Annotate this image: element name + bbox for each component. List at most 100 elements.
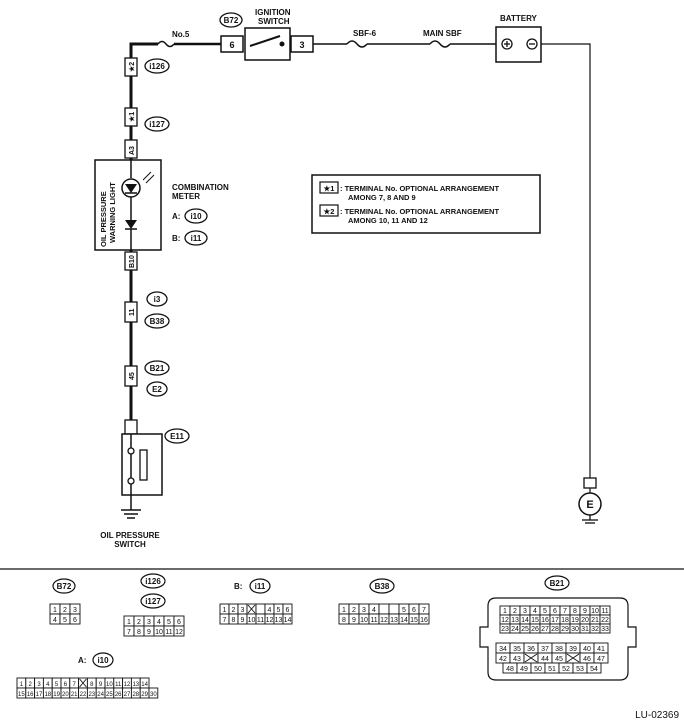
pin-number: 38 xyxy=(555,646,563,653)
pin-number: 6 xyxy=(286,607,290,614)
combination-meter xyxy=(94,159,162,251)
pin-number: 2 xyxy=(352,607,356,614)
pin-number: 10 xyxy=(106,682,113,688)
pin-number: 9 xyxy=(583,608,587,615)
pin-number: 20 xyxy=(581,617,589,624)
conn-face-b21-title: B21 xyxy=(550,579,565,588)
pin-a3: A3 xyxy=(129,146,136,155)
meter-a-tag xyxy=(184,208,208,224)
pin-number: 3 xyxy=(147,619,151,626)
pin-number: 4 xyxy=(268,607,272,614)
pin-number: 54 xyxy=(590,666,598,673)
conn-face-i11-prefix: B: xyxy=(234,582,242,591)
combination-label-line2: METER xyxy=(172,192,200,201)
pin-number: 12 xyxy=(175,629,183,636)
figure-code: LU-02369 xyxy=(635,710,679,721)
sbf6-label: SBF-6 xyxy=(353,29,377,38)
diode-icon xyxy=(125,220,137,229)
legend-key-1: ★1 xyxy=(324,184,335,193)
legend-text-2b: AMONG 10, 11 AND 12 xyxy=(348,216,428,225)
pin-number: 37 xyxy=(541,646,549,653)
pin-number: 8 xyxy=(573,608,577,615)
pin-number: 10 xyxy=(591,608,599,615)
pin-number: 5 xyxy=(55,682,59,688)
pin-number: 28 xyxy=(132,692,139,698)
pin-number: 3 xyxy=(523,608,527,615)
pin-number: 3 xyxy=(241,607,245,614)
legend-text-1b: AMONG 7, 8 AND 9 xyxy=(348,193,416,202)
pin-number: 14 xyxy=(400,617,408,624)
pin-number: 11 xyxy=(165,629,172,636)
pin-number: 1 xyxy=(20,682,24,688)
pin-number: 10 xyxy=(155,629,163,636)
pin-number: 51 xyxy=(548,666,556,673)
pin-number: 29 xyxy=(141,692,148,698)
pin-number: 42 xyxy=(499,656,507,663)
pin-number: 29 xyxy=(561,626,569,633)
pin-number: 16 xyxy=(541,617,549,624)
pin-number: 6 xyxy=(553,608,557,615)
meter-a-conn: i10 xyxy=(190,212,202,221)
pin-number: 7 xyxy=(563,608,567,615)
pin-star2: ★2 xyxy=(128,62,136,72)
meter-lamp-line1: OIL PRESSURE xyxy=(99,191,108,247)
battery-icon xyxy=(495,26,542,63)
pin-star1: ★1 xyxy=(128,112,136,122)
conn-i127-label: i127 xyxy=(149,120,165,129)
pin-number: 9 xyxy=(99,682,103,688)
pin-number: 26 xyxy=(531,626,539,633)
pin-number: 11 xyxy=(257,617,264,624)
pin-number: 24 xyxy=(97,692,104,698)
pin-number: 1 xyxy=(223,607,227,614)
pin-number: 27 xyxy=(124,692,131,698)
main-sbf-label: MAIN SBF xyxy=(423,29,462,38)
pin-number: 10 xyxy=(248,617,256,624)
pin-number: 2 xyxy=(63,607,67,614)
pin-number: 12 xyxy=(501,617,509,624)
pin-number: 35 xyxy=(513,646,521,653)
conn-face-i10-prefix: A: xyxy=(78,656,86,665)
pin-number: 6 xyxy=(412,607,416,614)
pin-number: 4 xyxy=(46,682,50,688)
pin-number: 2 xyxy=(513,608,517,615)
pin-number: 36 xyxy=(527,646,535,653)
switch-label-line1: OIL PRESSURE xyxy=(100,531,160,540)
pin-number: 9 xyxy=(352,617,356,624)
pin-number: 50 xyxy=(534,666,542,673)
pin-number: 4 xyxy=(157,619,161,626)
pin-number: 1 xyxy=(127,619,131,626)
pin-number: 1 xyxy=(342,607,346,614)
pin-number: 7 xyxy=(127,629,131,636)
pin-number: 12 xyxy=(380,617,388,624)
pin-number: 19 xyxy=(53,692,60,698)
pin-number: 25 xyxy=(521,626,529,633)
pin-number: 1 xyxy=(53,607,57,614)
ground-e-icon xyxy=(578,477,602,524)
pin-number: 10 xyxy=(360,617,368,624)
pin-number: 11 xyxy=(370,617,377,624)
conn-face-i127-title: i127 xyxy=(145,597,161,606)
pin-number: 13 xyxy=(132,682,139,688)
pin-number: 16 xyxy=(27,692,34,698)
pin-number: 52 xyxy=(562,666,570,673)
pin-number: 12 xyxy=(124,682,131,688)
connector-tag-b72 xyxy=(219,12,243,28)
switch-label-line2: SWITCH xyxy=(114,540,146,549)
pin-number: 39 xyxy=(569,646,577,653)
pin-number: 14 xyxy=(141,682,148,688)
pin-number: 26 xyxy=(115,692,122,698)
pin-number: 17 xyxy=(551,617,559,624)
pin-number: 9 xyxy=(147,629,151,636)
pin-number: 23 xyxy=(88,692,95,698)
pin-number: 8 xyxy=(90,682,94,688)
pin-number: 30 xyxy=(150,692,157,698)
pin-number: 43 xyxy=(513,656,521,663)
pin-number: 32 xyxy=(591,626,599,633)
pin-number: 30 xyxy=(571,626,579,633)
pin-number: 6 xyxy=(64,682,68,688)
pin-number: 3 xyxy=(362,607,366,614)
